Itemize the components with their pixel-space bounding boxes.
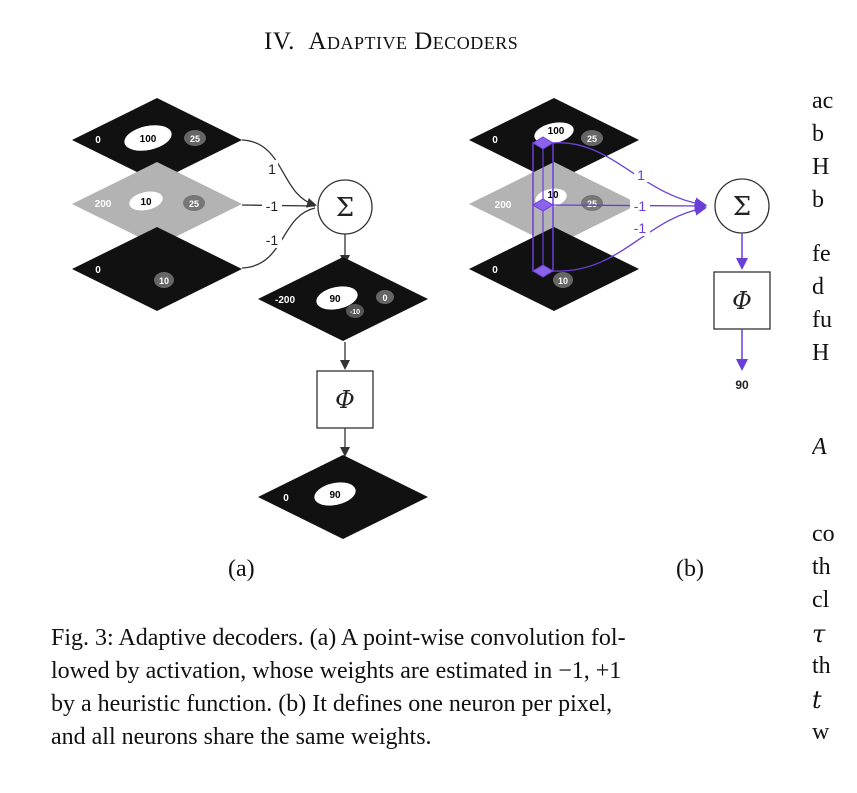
right-col-fragment: cl	[812, 587, 830, 613]
fig-b-top-bg: 0	[492, 135, 498, 146]
fig-b-top-blob2: 25	[587, 134, 597, 144]
right-col-fragment: w	[812, 719, 830, 745]
fig-b-weight-1: 1	[637, 167, 645, 183]
fig-a-sum-map: -200 90 0 -10	[258, 257, 428, 341]
fig-a-output-map: 0 90	[258, 455, 428, 539]
fig-a: 0 100 25 200 10 25 0 10 1 -1 -1	[72, 98, 428, 539]
fig-a-out-blob1: 90	[329, 490, 341, 501]
fig-a-weight-1: 1	[268, 161, 276, 177]
caption-line: by a heuristic function. (b) It defines …	[51, 691, 613, 717]
fig-a-phi-symbol: Φ	[335, 386, 355, 414]
right-col-fragment: fu	[812, 307, 832, 333]
fig-a-bot-bg: 0	[95, 265, 101, 276]
fig-a-sum-blob1: 90	[329, 294, 341, 305]
fig-a-sum-symbol: Σ	[336, 193, 354, 223]
fig-a-sum-blob2: 0	[382, 293, 387, 303]
fig-a-weight-3: -1	[266, 232, 279, 248]
fig-a-activation-box	[316, 370, 374, 429]
right-col-fragment: th	[812, 653, 831, 679]
fig-a-mid-blob2: 25	[189, 199, 199, 209]
caption-line: lowed by activation, whose weights are e…	[51, 658, 622, 684]
fig-a-top-blob2: 25	[190, 134, 200, 144]
fig-b-weight-3: -1	[634, 220, 647, 236]
fig-b-output: 90	[735, 378, 749, 392]
fig-b-sum-symbol: Σ	[733, 192, 751, 222]
fig-b-bot-map: 0 10	[469, 227, 639, 311]
fig-b-activation-box	[713, 271, 771, 330]
figure-3: 0 100 25 200 10 25 0 10 1 -1 -1	[72, 98, 771, 539]
fig-a-weight-2: -1	[266, 198, 279, 214]
fig-a-mid-blob1: 10	[140, 197, 152, 208]
right-col-fragment: H	[812, 154, 830, 180]
right-col-fragment: b	[812, 187, 824, 213]
right-column-cropped-text: ac b H b fe d fu H A co th cl τ th t w	[812, 0, 857, 793]
fig-a-label: (a)	[228, 556, 255, 582]
right-col-fragment: t	[812, 686, 822, 714]
fig-a-mid-map: 200 10 25	[72, 162, 242, 246]
right-col-fragment: ac	[812, 88, 834, 114]
right-col-fragment: th	[812, 554, 831, 580]
fig-a-bot-map: 0 10	[72, 227, 242, 311]
fig-b-label: (b)	[676, 556, 704, 582]
right-col-fragment: A	[812, 434, 827, 460]
section-title: Adaptive Decoders	[308, 28, 519, 55]
fig-b-bot-blob1: 10	[558, 276, 568, 286]
fig-a-bot-blob1: 10	[159, 276, 169, 286]
fig-b-pixel-column	[532, 136, 554, 278]
fig-a-top-map: 0 100 25	[72, 98, 242, 182]
fig-b-phi-symbol: Φ	[732, 287, 752, 315]
right-col-fragment: fe	[812, 241, 831, 267]
fig-a-sum-blob3: -10	[350, 309, 360, 316]
fig-a-top-blob1: 100	[140, 134, 157, 145]
fig-b-weight-2: -1	[634, 198, 647, 214]
caption-line: and all neurons share the same weights.	[51, 724, 432, 750]
fig-a-sum-bg: -200	[275, 295, 295, 306]
section-number: IV.	[264, 28, 295, 55]
right-col-fragment: b	[812, 121, 824, 147]
figure-caption: Fig. 3: Adaptive decoders. (a) A point-w…	[51, 622, 806, 754]
right-col-fragment: H	[812, 340, 830, 366]
fig-b-mid-bg: 200	[495, 200, 512, 211]
right-col-fragment: d	[812, 274, 824, 300]
fig-a-out-bg: 0	[283, 493, 289, 504]
fig-b-top-blob1: 100	[548, 126, 565, 137]
right-col-fragment: τ	[812, 620, 826, 648]
fig-b-bot-bg: 0	[492, 265, 498, 276]
fig-a-mid-bg: 200	[95, 199, 112, 210]
fig-b-mid-blob2: 25	[587, 199, 597, 209]
fig-b: 0 100 25 200 10 25 0 10	[469, 98, 771, 392]
caption-line: Fig. 3: Adaptive decoders. (a) A point-w…	[51, 625, 626, 651]
fig-a-top-bg: 0	[95, 135, 101, 146]
right-col-fragment: co	[812, 521, 835, 547]
